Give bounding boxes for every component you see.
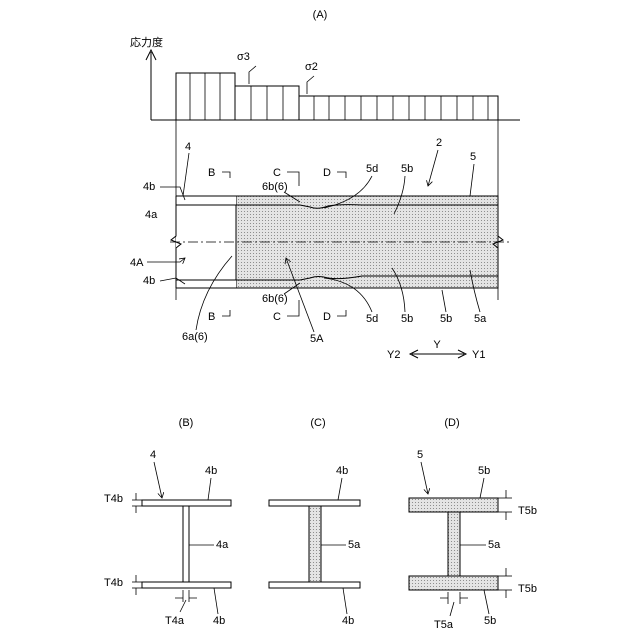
label-5b-bottom-1: 5b <box>401 313 413 325</box>
cut-b-bottom: B <box>208 311 215 323</box>
section-c: 4b 5a 4b <box>269 465 361 627</box>
section-d-flange-top-label: 5b <box>478 465 490 477</box>
direction-y1: Y1 <box>472 349 485 361</box>
cut-d-top: D <box>323 167 331 179</box>
label-6b6-bottom: 6b(6) <box>262 293 288 305</box>
cut-d-bottom: D <box>323 311 331 323</box>
stress-block-high <box>176 73 235 120</box>
section-b-num: 4 <box>150 449 156 461</box>
section-d-t-web: T5a <box>434 619 454 631</box>
beam-plan <box>170 196 512 288</box>
section-c-web <box>309 506 321 582</box>
direction-y: Y <box>433 339 441 351</box>
panel-b-title: (B) <box>179 417 194 429</box>
label-5b-top: 5b <box>401 163 413 175</box>
label-5: 5 <box>470 151 476 163</box>
label-6b6-top: 6b(6) <box>262 181 288 193</box>
section-b-t-web: T4a <box>165 615 185 627</box>
sigma3-label: σ3 <box>237 51 250 63</box>
label-2: 2 <box>436 137 442 149</box>
section-d-flange-top <box>409 498 498 512</box>
panel-d-title: (D) <box>444 417 459 429</box>
section-b-web-label: 4a <box>216 539 229 551</box>
label-4b-top: 4b <box>143 181 155 193</box>
cut-b-top: B <box>208 167 215 179</box>
section-c-flange-bottom-label: 4b <box>342 615 354 627</box>
stress-axis-label: 応力度 <box>130 35 163 49</box>
label-4: 4 <box>185 141 191 153</box>
section-d-web <box>448 512 460 576</box>
section-b-web <box>183 506 189 582</box>
section-b: 4 4b T4b 4a T4b T4a 4b <box>104 449 231 627</box>
section-d-t-top: T5b <box>518 505 537 517</box>
section-d-flange-bottom-label: 5b <box>484 615 496 627</box>
section-d-t-bottom: T5b <box>518 583 537 595</box>
stress-diagram: 応力度 σ3 σ2 <box>130 35 520 120</box>
cut-c-bottom: C <box>273 311 281 323</box>
section-b-flange-top-label: 4b <box>205 465 217 477</box>
section-c-flange-bottom <box>269 582 360 588</box>
section-d-num: 5 <box>417 449 423 461</box>
direction-y2: Y2 <box>387 349 400 361</box>
direction-indicator: Y Y2 Y1 <box>387 339 485 361</box>
label-5b-bottom-2: 5b <box>440 313 452 325</box>
label-5A: 5A <box>310 333 324 345</box>
label-5d-bottom: 5d <box>366 313 378 325</box>
section-d: 5 5b T5b 5a T5b T5a 5b <box>409 449 537 631</box>
section-b-t-top: T4b <box>104 493 123 505</box>
label-6a6: 6a(6) <box>182 331 208 343</box>
cut-c-top: C <box>273 167 281 179</box>
section-d-flange-bottom <box>409 576 498 590</box>
label-4A: 4A <box>130 257 144 269</box>
section-b-flange-bottom <box>142 582 231 588</box>
sigma2-label: σ2 <box>305 61 318 73</box>
label-4b-bottom: 4b <box>143 275 155 287</box>
section-d-web-label: 5a <box>488 539 501 551</box>
label-5a: 5a <box>474 313 487 325</box>
panel-a-title: (A) <box>313 9 328 21</box>
section-b-flange-bottom-label: 4b <box>213 615 225 627</box>
section-c-flange-top <box>269 500 360 506</box>
label-4a: 4a <box>145 209 158 221</box>
section-c-flange-top-label: 4b <box>336 465 348 477</box>
panel-c-title: (C) <box>310 417 325 429</box>
section-b-t-bottom: T4b <box>104 577 123 589</box>
section-b-flange-top <box>142 500 231 506</box>
label-5d-top: 5d <box>366 163 378 175</box>
section-c-web-label: 5a <box>348 539 361 551</box>
